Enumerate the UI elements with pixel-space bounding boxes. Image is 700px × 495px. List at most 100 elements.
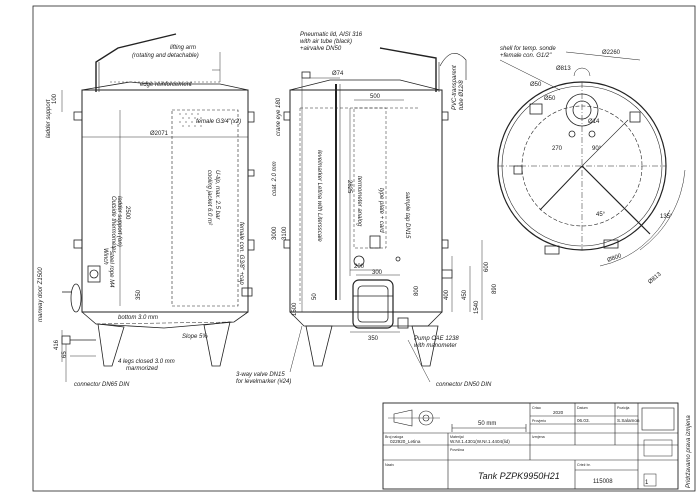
side-dim-1500: 1500 [292, 302, 298, 316]
winch [87, 265, 101, 283]
pneumatic-lid-label: Pneumatic lid, AISI 316 [300, 32, 363, 38]
legs-label: 4 legs closed 3.0 mm [118, 359, 175, 365]
front-dim-65: 65 [62, 351, 68, 358]
shell-note-2-label: +female con. G1/2" [500, 53, 552, 59]
cooling-jacket [171, 109, 239, 307]
top-dim-d813: Ø813 [556, 66, 571, 72]
type-plate [369, 235, 381, 249]
front-dim-350: 350 [136, 289, 142, 300]
edge-reinforcement-label: edge reinforcement [140, 82, 192, 88]
thermometer-label: termometer analog [356, 176, 362, 227]
bottom-label: bottom 3.0 mm [118, 315, 158, 321]
field-label-name: Naziv [385, 463, 394, 467]
female-conn-label: female G3/4"(x2) [196, 119, 241, 125]
cooling-jacket-label: cooling jacket 6.0 m² [206, 170, 212, 226]
company-logo [641, 407, 675, 431]
lifting-arm [95, 33, 177, 92]
shell-note-label: shell for temp. sonde [500, 46, 556, 52]
title-block-drawn-by: S.Salamon [617, 418, 640, 423]
title-block-year: 2020 [553, 410, 564, 415]
pump [397, 317, 409, 329]
side-leg-left [305, 325, 333, 367]
leg-left [97, 323, 125, 367]
tank-name: Tank PZPK9950H21 [478, 471, 560, 481]
title-block-order: 022920_Letina [390, 439, 421, 444]
side-dim-890: 890 [492, 283, 498, 294]
jacket-dot-pattern [179, 113, 202, 127]
front-dim-416: 416 [54, 339, 60, 350]
pneumatic-lid-valve: +airvalve DN50 [300, 46, 342, 52]
top-dim-d50a: Ø50 [530, 82, 542, 88]
field-label-position: Pozicija [617, 406, 629, 410]
field-label-revision: Izmjena [532, 435, 545, 439]
cooling-jacket-note: U-tip, max. 2.5 bar [214, 170, 220, 220]
winch-label: Winch [102, 248, 108, 265]
outside-thermometer-label: Outside thermometer [110, 196, 116, 253]
tank-body [81, 89, 249, 313]
valve-3way-note: for levelmarker (#24) [236, 379, 291, 385]
top-dim-d2260: Ø2260 [602, 50, 621, 56]
manway-door-label: manway door Z1500 [38, 267, 44, 322]
lifting-arm-note: (rotating and detachable) [132, 53, 199, 59]
drawing-number: 115008 [593, 479, 613, 485]
top-dim-270: 270 [552, 146, 563, 152]
side-dim-800: 800 [414, 285, 420, 296]
side-dimension-lines [296, 77, 483, 333]
pvc-tube-note: tube Ø12/8 [459, 80, 465, 110]
pump-label: Pump CAE 1238 [414, 336, 459, 342]
coat-label: coat. 2.0 mm [272, 161, 278, 196]
field-label-checked: Provjerio [532, 419, 546, 423]
side-dim-200: 200 [354, 264, 365, 270]
top-dim-d50b: Ø50 [544, 96, 556, 102]
front-dim-2500: 2500 [124, 206, 130, 220]
side-dim-3000: 3000 [272, 226, 278, 240]
title-block [382, 402, 679, 490]
side-dim-400: 400 [444, 289, 450, 300]
front-dimension-lines [61, 52, 248, 362]
top-dim-d813b: Ø813 [647, 271, 663, 285]
field-label-drawing-no: Crtež br. [577, 463, 591, 467]
pneumatic-lid-note: with air tube (black) [300, 39, 352, 45]
front-dim-100: 100 [52, 93, 58, 104]
field-label-drawn: Crtao [532, 406, 541, 410]
ladder-support-label: ladder support [46, 99, 52, 138]
top-arm [581, 165, 651, 235]
female-conn-cap-label: female con. G3/8" +cap [238, 222, 244, 285]
top-dim-90: 90° [592, 146, 602, 152]
side-dim-2825: 2825 [346, 180, 352, 194]
legs-note: marmorized [126, 366, 158, 372]
sample-tap-label: sample tap DN15 [404, 192, 410, 239]
thermometer-dial [353, 255, 365, 267]
top-dim-d14: Ø14 [588, 119, 600, 125]
side-dim-450: 450 [462, 289, 468, 300]
side-leg-right [411, 325, 439, 367]
projection-symbol [393, 409, 413, 427]
leg-right [203, 321, 231, 367]
tank-bottom [81, 311, 249, 329]
winch-note: + steel rope M4 [108, 246, 114, 288]
field-label-material: Materijal [450, 435, 464, 439]
side-manway [352, 279, 394, 329]
tank-lid [81, 81, 249, 91]
top-view [497, 51, 686, 267]
ladder-support-2-label: ladder support (on) [116, 196, 122, 247]
pvc-tube-label: PVC-transparent [452, 65, 458, 110]
side-dim-50: 50 [312, 293, 318, 300]
pump-note: with manometer [414, 343, 458, 349]
valve-3way-label: 3-way valve DN15 [236, 372, 285, 378]
type-plate-label: type plate + card [378, 188, 384, 233]
title-block-material: W.Nr.1.4301(W.Nr.1.4404(lid) [450, 439, 510, 444]
rights-note: Pridržavamo prava izmjena [686, 415, 692, 488]
scale-bar-label: 50 mm [478, 421, 496, 427]
side-view [283, 47, 467, 367]
side-dim-500: 500 [370, 94, 381, 100]
field-label-order: Broj naloga [385, 435, 403, 439]
crane-eye-label: crane eye 180 [276, 97, 282, 136]
sheet-border [32, 5, 696, 492]
top-dim-45: 45° [596, 212, 606, 218]
side-dim-350: 350 [368, 336, 379, 342]
side-dim-1540: 1540 [474, 300, 480, 314]
title-block-date: 06.03. [577, 418, 590, 423]
slope-label: Slope 5% [182, 334, 208, 340]
